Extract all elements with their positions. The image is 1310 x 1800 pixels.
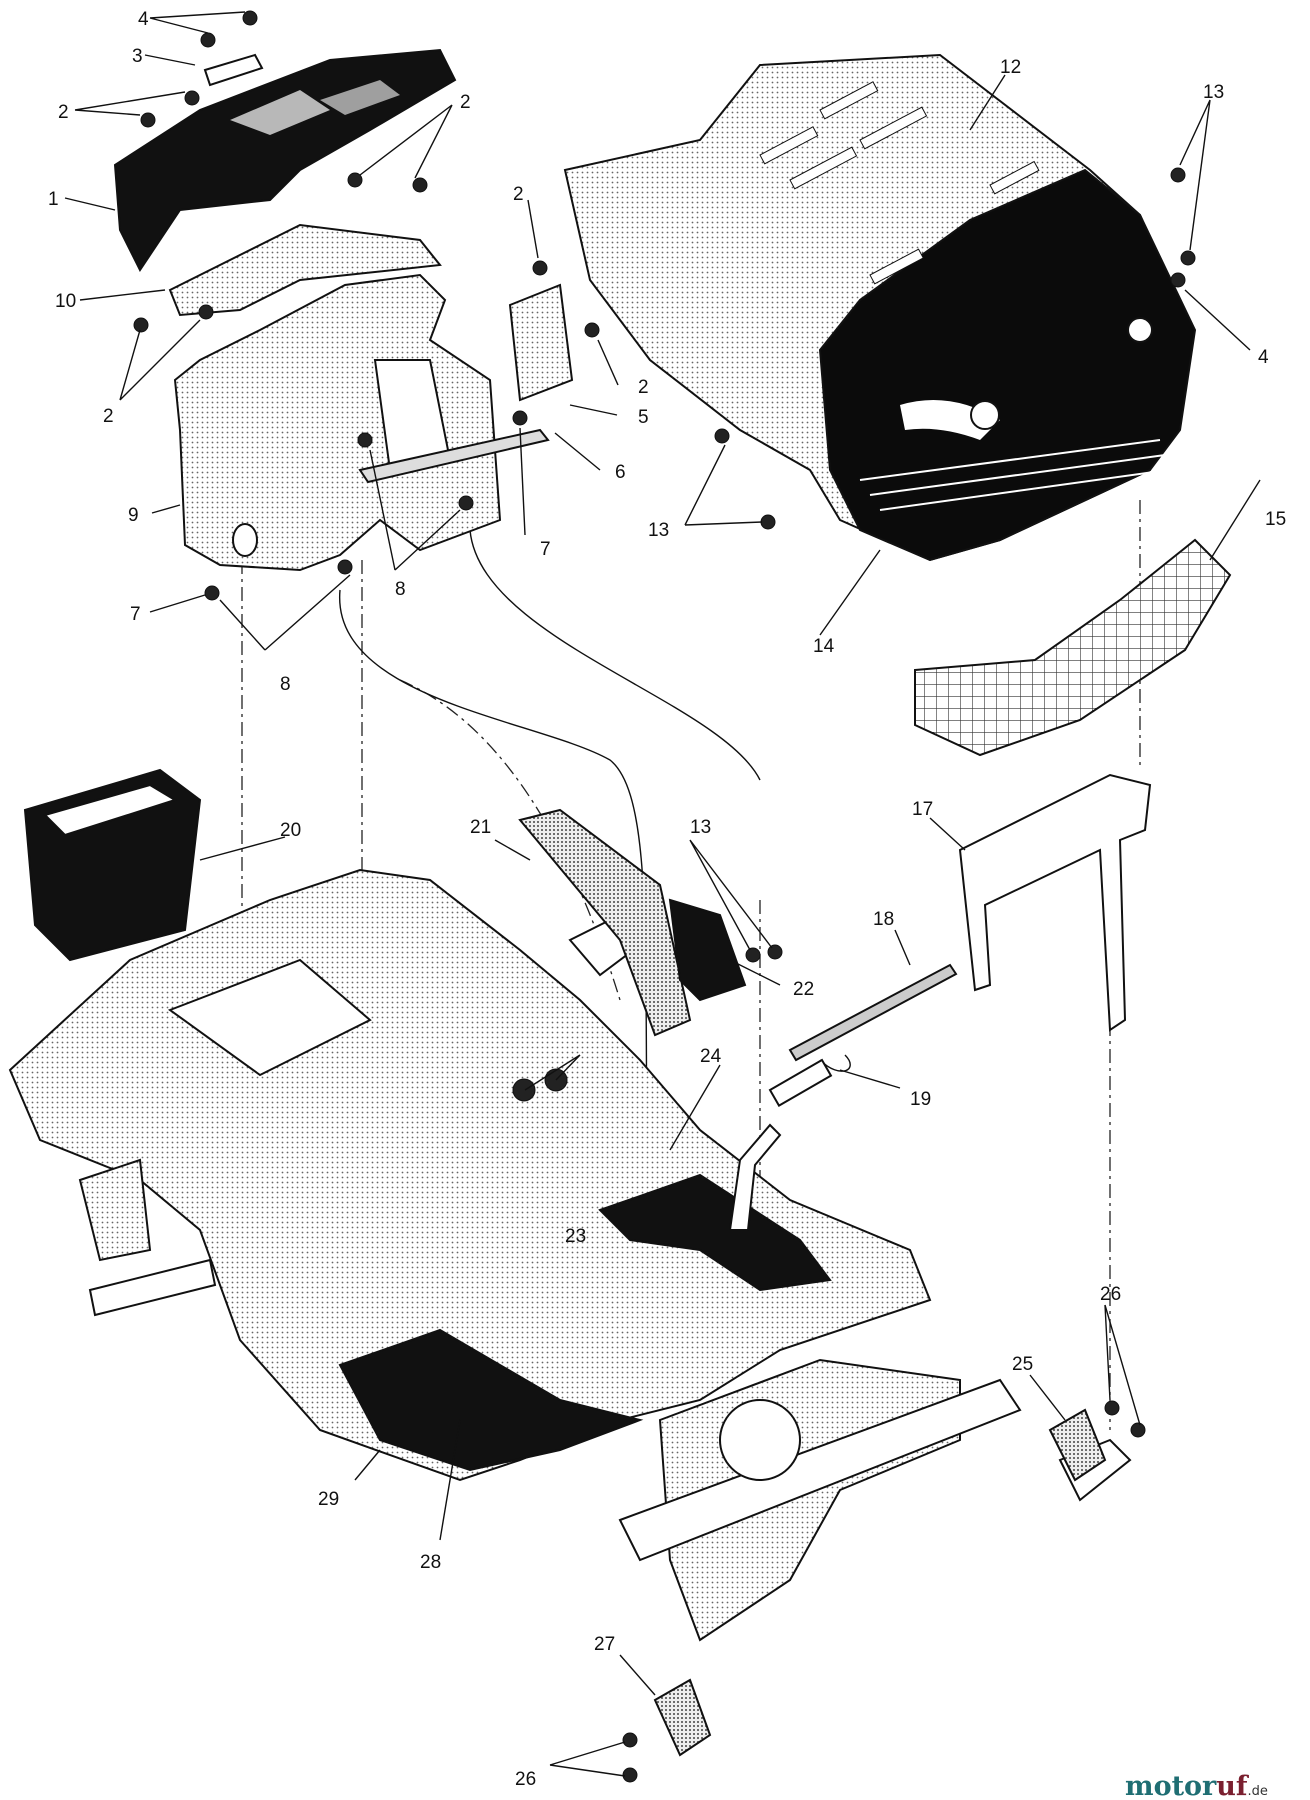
callout-18: 18 bbox=[873, 909, 894, 930]
callout-4-right: 4 bbox=[1258, 347, 1269, 368]
callout-26-right: 26 bbox=[1100, 1284, 1121, 1305]
shifter-trim-part bbox=[518, 808, 692, 1037]
callout-23: 23 bbox=[565, 1226, 586, 1247]
callout-labels: 4 3 2 1 10 2 2 2 2 5 9 6 7 8 7 8 12 13 4… bbox=[48, 9, 1286, 1790]
callout-2-top-left: 2 bbox=[58, 102, 69, 123]
svg-text:motoruf.de: motoruf.de bbox=[1125, 1771, 1268, 1800]
callout-8-center: 8 bbox=[395, 579, 406, 600]
callout-12: 12 bbox=[1000, 57, 1021, 78]
axle-bracket-left-part bbox=[653, 1678, 712, 1757]
callout-2-right: 2 bbox=[638, 377, 649, 398]
callout-10: 10 bbox=[55, 291, 76, 312]
callout-13-center: 13 bbox=[690, 817, 711, 838]
callout-13-top-right: 13 bbox=[1203, 82, 1224, 103]
callout-1: 1 bbox=[48, 189, 59, 210]
brand-motor-text: motor bbox=[1125, 1771, 1217, 1800]
battery-box-part bbox=[23, 768, 202, 962]
callout-13-hood: 13 bbox=[648, 520, 669, 541]
callout-14: 14 bbox=[813, 636, 835, 657]
callout-5: 5 bbox=[638, 407, 649, 428]
callout-19: 19 bbox=[910, 1089, 931, 1110]
brand-uf-text: uf bbox=[1216, 1771, 1250, 1800]
rear-axle-part bbox=[78, 1158, 217, 1317]
callout-4-top-left: 4 bbox=[138, 9, 149, 30]
fender-deck-part bbox=[8, 868, 932, 1482]
brand-watermark: motoruf.de bbox=[1125, 1771, 1268, 1800]
support-rail-part bbox=[358, 428, 550, 484]
shift-lever-part bbox=[728, 1058, 833, 1231]
callout-7-center: 7 bbox=[540, 539, 551, 560]
callout-15: 15 bbox=[1265, 509, 1286, 530]
callout-22: 22 bbox=[793, 979, 814, 1000]
pivot-rod-part bbox=[788, 963, 958, 1072]
callout-2-top-center: 2 bbox=[460, 92, 471, 113]
callout-6: 6 bbox=[615, 462, 626, 483]
callout-3: 3 bbox=[132, 46, 143, 67]
leader-lines bbox=[64, 11, 1261, 1777]
hood-bracket-part bbox=[958, 773, 1152, 1032]
callout-20: 20 bbox=[280, 820, 301, 841]
screw-hardware-group bbox=[133, 10, 1196, 1783]
callout-8-left: 8 bbox=[280, 674, 291, 695]
dash-cover-part bbox=[113, 48, 457, 272]
callout-2-left: 2 bbox=[103, 406, 114, 427]
cover-plate-part bbox=[508, 283, 574, 402]
side-bracket-part bbox=[668, 898, 747, 1002]
callout-28: 28 bbox=[420, 1552, 441, 1573]
axle-bracket-right-part bbox=[1048, 1408, 1107, 1482]
callout-25: 25 bbox=[1012, 1354, 1033, 1375]
dash-panel-part bbox=[173, 273, 502, 572]
bracket-plate-part bbox=[168, 223, 442, 317]
brand-suffix-text: .de bbox=[1248, 1784, 1268, 1799]
callout-26-bottom: 26 bbox=[515, 1769, 536, 1790]
callout-24: 24 bbox=[700, 1046, 722, 1067]
chassis-frame-part bbox=[618, 1358, 1132, 1642]
callout-7-left: 7 bbox=[130, 604, 141, 625]
callout-27: 27 bbox=[594, 1634, 615, 1655]
callout-29: 29 bbox=[318, 1489, 339, 1510]
callout-2-center: 2 bbox=[513, 184, 524, 205]
callout-17: 17 bbox=[912, 799, 933, 820]
callout-9: 9 bbox=[128, 505, 139, 526]
hood-part bbox=[563, 53, 1197, 562]
callout-21: 21 bbox=[470, 817, 491, 838]
grille-screen-part bbox=[914, 538, 1232, 757]
